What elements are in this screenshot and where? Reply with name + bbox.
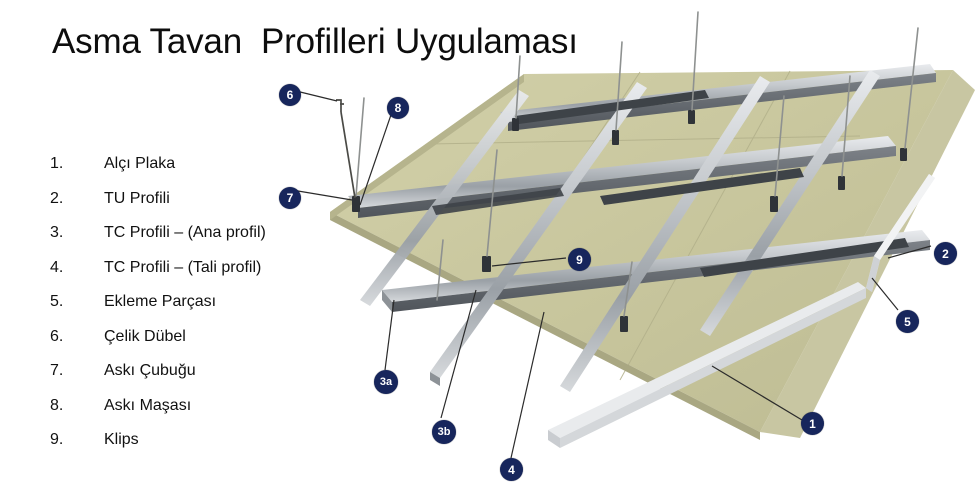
legend-item-5: 5. Ekleme Parçası [50,293,330,328]
legend-number: 5. [50,293,64,310]
callout-marker-6[interactable]: 6 [279,84,301,106]
tu-profile [548,174,935,448]
legend-item-4: 4. TC Profili – (Tali profil) [50,259,330,294]
legend-item-9: 9. Klips [50,431,330,466]
page-title: Asma Tavan Profilleri Uygulaması [52,22,578,61]
legend-label: Klips [104,431,139,448]
legend-number: 4. [50,258,64,276]
legend-number: 8. [50,396,64,414]
legend-label: Alçı Plaka [104,155,176,172]
callout-marker-2[interactable]: 2 [934,242,957,265]
hanger-rods [355,11,919,317]
legend-label: Askı Çubuğu [104,362,196,379]
callout-marker-8[interactable]: 8 [387,97,409,119]
legend-label: Çelik Dübel [104,327,186,345]
legend-label: Askı Maşası [104,396,192,414]
callout-marker-9[interactable]: 9 [568,248,591,271]
legend-item-2: 2. TU Profili [50,190,330,225]
legend-number: 6. [50,327,64,345]
legend-label: Ekleme Parçası [104,293,217,310]
legend-list: 1. Alçı Plaka 2. TU Profili 3. TC Profil… [50,155,330,466]
cross-profiles-dark [432,90,909,277]
legend-item-7: 7. Askı Çubuğu [50,362,330,397]
legend-number: 1. [50,155,64,172]
legend-number: 2. [50,189,64,207]
legend-item-6: 6. Çelik Dübel [50,328,330,363]
legend-number: 3. [50,224,64,241]
callout-marker-3b[interactable]: 3b [432,420,456,444]
callout-marker-7[interactable]: 7 [279,187,301,209]
legend-label: TC Profili – (Tali profil) [104,258,262,276]
legend-item-3: 3. TC Profili – (Ana profil) [50,224,330,259]
callout-leader-lines [291,89,932,459]
legend-label: TC Profili – (Ana profil) [104,224,266,241]
callout-marker-1[interactable]: 1 [801,412,824,435]
legend-number: 7. [50,362,64,379]
steel-anchor-detail [336,99,356,199]
callout-marker-4[interactable]: 4 [500,458,523,481]
callout-marker-3a[interactable]: 3a [374,370,398,394]
legend-label: TU Profili [104,189,170,207]
legend-item-8: 8. Askı Maşası [50,397,330,432]
legend-item-1: 1. Alçı Plaka [50,155,330,190]
callout-marker-5[interactable]: 5 [896,310,919,333]
legend-number: 9. [50,431,64,448]
hanger-clamps [352,110,907,332]
